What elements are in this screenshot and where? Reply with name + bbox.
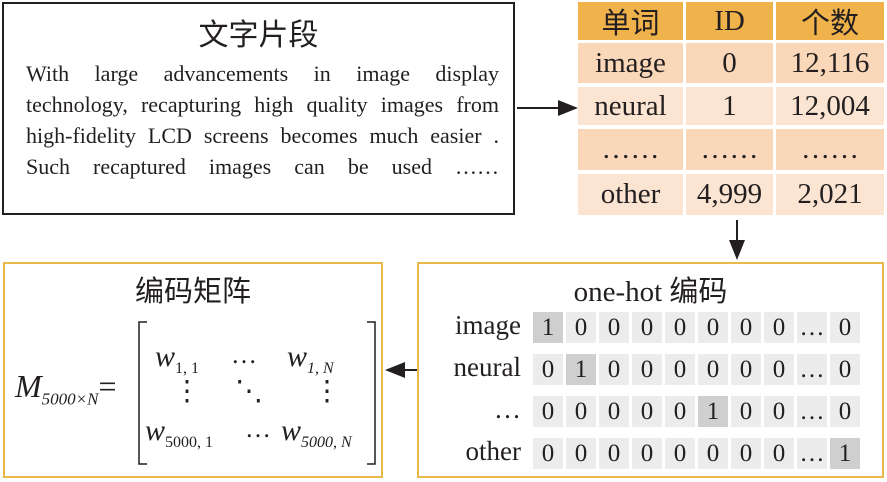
onehot-row-label: neural: [453, 352, 521, 382]
onehot-cell: …: [797, 354, 827, 385]
onehot-row-label: image: [455, 310, 521, 340]
matrix-lhs: M5000×N=: [15, 368, 117, 409]
table-cell: 12,004: [776, 87, 884, 125]
onehot-row-label: …: [494, 394, 521, 424]
onehot-cell: 0: [665, 396, 695, 427]
onehot-cell: 0: [665, 438, 695, 469]
onehot-cell: 0: [764, 312, 794, 343]
matrix-hdots-top: …: [231, 340, 257, 369]
onehot-cell: 0: [599, 312, 629, 343]
table-cell: ……: [686, 129, 773, 170]
matrix-wm1: w5000, 1: [145, 414, 214, 451]
text-segment-title: 文字片段: [198, 19, 319, 52]
onehot-cell: 1: [698, 396, 728, 427]
onehot-cell: 0: [533, 438, 563, 469]
onehot-cell: 1: [566, 354, 596, 385]
onehot-cell: 0: [830, 396, 860, 427]
onehot-cell: 0: [731, 396, 761, 427]
table-cell: 1: [686, 87, 773, 125]
onehot-cell: 0: [830, 354, 860, 385]
matrix-vdots-right: ⋮: [313, 376, 341, 407]
onehot-cell: 0: [698, 438, 728, 469]
table-cell: ……: [578, 129, 683, 170]
onehot-cell: 0: [566, 312, 596, 343]
onehot-cell: 0: [764, 354, 794, 385]
onehot-cell: 0: [731, 312, 761, 343]
table-header-cell: 个数: [776, 2, 884, 40]
onehot-cell: …: [797, 438, 827, 469]
onehot-cell: 0: [533, 396, 563, 427]
onehot-cell: …: [797, 396, 827, 427]
table-cell: 2,021: [776, 174, 884, 215]
onehot-cell: 0: [665, 312, 695, 343]
onehot-cell: …: [797, 312, 827, 343]
onehot-cell: 1: [830, 438, 860, 469]
onehot-cell: 0: [764, 438, 794, 469]
onehot-cell: 0: [632, 312, 662, 343]
onehot-cell: 0: [632, 396, 662, 427]
onehot-cell: 0: [764, 396, 794, 427]
onehot-cell: 0: [599, 354, 629, 385]
onehot-cell: 0: [533, 354, 563, 385]
table-cell: 4,999: [686, 174, 773, 215]
onehot-cell: 0: [731, 438, 761, 469]
matrix-ddots: ⋱: [235, 376, 263, 407]
onehot-cell: 0: [698, 354, 728, 385]
onehot-row-label: other: [465, 436, 521, 466]
text-segment-box: 文字片段 With large advancements in image di…: [2, 2, 515, 215]
table-header-cell: ID: [686, 2, 773, 40]
onehot-cell: 0: [731, 354, 761, 385]
onehot-cell: 0: [632, 354, 662, 385]
onehot-cell: 0: [599, 396, 629, 427]
onehot-title: one-hot 编码: [573, 276, 728, 308]
matrix-w1n: w1, N: [287, 340, 334, 377]
matrix-vdots-left: ⋮: [173, 376, 201, 407]
matrix-wmn: w5000, N: [281, 414, 352, 451]
onehot-cell: 0: [698, 312, 728, 343]
table-cell: neural: [578, 87, 683, 125]
text-segment-body: With large advancements in image display…: [26, 61, 499, 179]
table-cell: other: [578, 174, 683, 215]
onehot-cell: 1: [533, 312, 563, 343]
onehot-cell: 0: [665, 354, 695, 385]
onehot-cell: 0: [566, 396, 596, 427]
onehot-cell: 0: [632, 438, 662, 469]
table-header-cell: 单词: [578, 2, 683, 40]
matrix-hdots-bottom: …: [245, 414, 271, 443]
table-cell: ……: [776, 129, 884, 170]
onehot-cell: 0: [566, 438, 596, 469]
table-cell: image: [578, 43, 683, 83]
onehot-cell: 0: [830, 312, 860, 343]
matrix-w11: w1, 1: [155, 340, 200, 377]
table-cell: 0: [686, 43, 773, 83]
matrix-brackets: [138, 321, 376, 465]
matrix-box: 编码矩阵 M5000×N= w1, 1 … w1, N ⋮ ⋱ ⋮ w5000,…: [3, 262, 383, 478]
table-cell: 12,116: [776, 43, 884, 83]
matrix-title: 编码矩阵: [134, 276, 251, 308]
onehot-cell: 0: [599, 438, 629, 469]
